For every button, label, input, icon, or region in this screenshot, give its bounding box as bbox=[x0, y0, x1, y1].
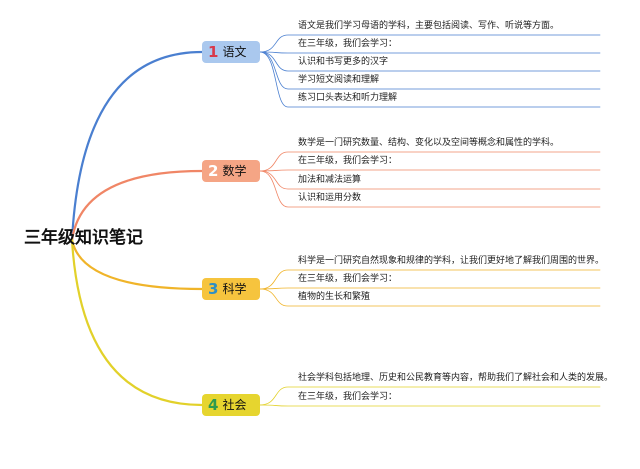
branch-node-chinese[interactable]: 1 语文 bbox=[202, 41, 260, 63]
leaf-topic[interactable]: 认识和运用分数 bbox=[298, 193, 362, 203]
leaf-topic[interactable]: 科学是一门研究自然现象和规律的学科，让我们更好地了解我们周围的世界。 bbox=[298, 256, 605, 266]
leaf-link bbox=[259, 404, 601, 407]
leaf-topic[interactable]: 在三年级，我们会学习： bbox=[298, 392, 398, 402]
leaf-link bbox=[259, 51, 601, 108]
leaf-link bbox=[259, 269, 601, 290]
leaf-topic[interactable]: 植物的生长和繁殖 bbox=[298, 292, 371, 302]
root-title[interactable]: 三年级知识笔记 bbox=[24, 228, 143, 248]
branch-link bbox=[70, 238, 204, 407]
leaf-topic[interactable]: 社会学科包括地理、历史和公民教育等内容，帮助我们了解社会和人类的发展。 bbox=[298, 373, 614, 383]
leaf-link bbox=[259, 169, 601, 172]
branch-number: 3 bbox=[208, 280, 219, 298]
leaf-link bbox=[259, 287, 601, 290]
branch-node-science[interactable]: 3 科学 bbox=[202, 278, 260, 300]
leaf-link bbox=[259, 170, 601, 208]
leaf-link bbox=[259, 386, 601, 406]
branch-number: 2 bbox=[208, 162, 219, 180]
branch-link bbox=[70, 238, 204, 291]
leaf-link bbox=[259, 51, 601, 90]
leaf-link bbox=[259, 51, 601, 54]
leaf-topic[interactable]: 认识和书写更多的汉字 bbox=[298, 57, 389, 67]
leaf-link bbox=[259, 288, 601, 307]
branch-link bbox=[70, 50, 204, 242]
branch-label: 语文 bbox=[222, 45, 247, 59]
branch-label: 数学 bbox=[222, 164, 247, 178]
leaf-link bbox=[259, 151, 601, 172]
leaf-topic[interactable]: 在三年级，我们会学习： bbox=[298, 39, 398, 49]
branch-node-society[interactable]: 4 社会 bbox=[202, 394, 260, 416]
leaf-link bbox=[259, 34, 601, 53]
leaf-topic[interactable]: 学习短文阅读和理解 bbox=[298, 75, 380, 85]
branch-node-math[interactable]: 2 数学 bbox=[202, 160, 260, 182]
leaf-topic[interactable]: 语文是我们学习母语的学科，主要包括阅读、写作、听说等方面。 bbox=[298, 21, 560, 31]
branch-label: 科学 bbox=[222, 282, 247, 296]
branch-link bbox=[70, 169, 204, 242]
branch-number: 1 bbox=[208, 43, 219, 61]
branch-number: 4 bbox=[208, 396, 219, 414]
leaf-topic[interactable]: 加法和减法运算 bbox=[298, 175, 362, 185]
branch-label: 社会 bbox=[222, 398, 247, 412]
leaf-topic[interactable]: 数学是一门研究数量、结构、变化以及空间等概念和属性的学科。 bbox=[298, 138, 560, 148]
leaf-topic[interactable]: 在三年级，我们会学习： bbox=[298, 274, 398, 284]
leaf-topic[interactable]: 练习口头表达和听力理解 bbox=[298, 93, 398, 103]
leaf-topic[interactable]: 在三年级，我们会学习： bbox=[298, 156, 398, 166]
